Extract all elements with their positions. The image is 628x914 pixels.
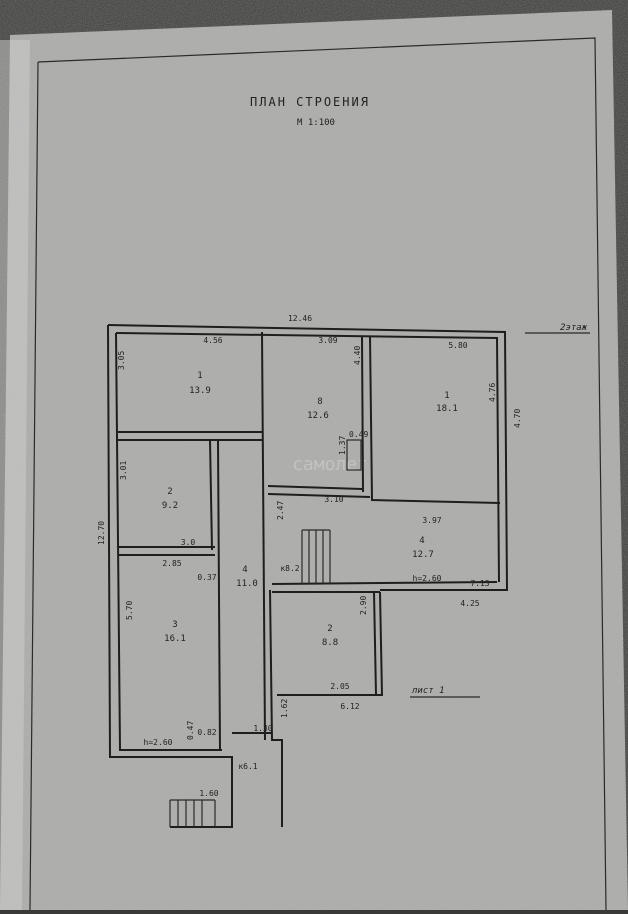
dim-label: 1.62	[280, 699, 289, 718]
dim-label: 4.40	[353, 346, 362, 365]
room-area: 9.2	[162, 501, 178, 511]
dim-label: к8.2	[280, 564, 299, 573]
dim-label: 3.0	[181, 538, 196, 547]
page-edge	[0, 40, 30, 910]
dim-label: 5.80	[448, 341, 467, 350]
dim-label: 4.56	[203, 336, 222, 345]
stove-icon	[346, 439, 362, 471]
dim-label: 2.05	[330, 682, 349, 691]
plan-scale: М 1:100	[297, 118, 335, 128]
dim-label: 3.10	[324, 495, 343, 504]
room-area: 8.8	[322, 638, 338, 648]
stairs-upper	[301, 529, 331, 584]
dimension-labels: 12.46 12.70 4.56 3.05 3.09 4.40 5.80 4.7…	[97, 314, 522, 798]
dim-label: 3.05	[117, 351, 126, 370]
walls	[107, 324, 509, 828]
room-area: 12.7	[412, 550, 434, 560]
room-area: 12.6	[307, 411, 329, 421]
room-number: 4	[419, 536, 424, 546]
room-area: 13.9	[189, 386, 211, 396]
room-number: 4	[242, 565, 247, 575]
dim-label: к6.1	[238, 762, 257, 771]
dim-label: 0.82	[197, 728, 216, 737]
room-number: 1	[444, 391, 449, 401]
dim-label: 2.90	[359, 596, 368, 615]
dim-label: 1.30	[253, 724, 272, 733]
room-labels: 1 13.9 2 9.2 3 16.1 4 11.0 8 12.6 1 18.1…	[162, 371, 458, 648]
dim-label: 0.37	[197, 573, 216, 582]
dim-label: 2.47	[276, 501, 285, 520]
room-area: 18.1	[436, 404, 458, 414]
dim-label: 4.25	[460, 599, 479, 608]
dim-label: 0.49	[349, 430, 368, 439]
dim-label: 0.47	[186, 721, 195, 740]
dim-label: 3.01	[119, 461, 128, 480]
dim-label: 4.70	[513, 409, 522, 428]
page-frame	[37, 37, 607, 911]
stairs-entrance	[169, 799, 216, 827]
sheet-label: лист 1	[411, 686, 445, 696]
dim-label: 5.70	[125, 601, 134, 620]
plan-title: ПЛАН СТРОЕНИЯ	[250, 95, 370, 109]
dim-label: 4.76	[488, 383, 497, 402]
room-area: 11.0	[236, 579, 258, 589]
dim-label: h=2.60	[144, 738, 173, 747]
dim-label: 6.12	[340, 702, 359, 711]
dim-label: 1.60	[199, 789, 218, 798]
room-area: 16.1	[164, 634, 186, 644]
dim-label: 12.46	[288, 314, 312, 323]
dim-label: 1.37	[338, 436, 347, 455]
room-number: 8	[317, 397, 322, 407]
dim-label: 2.85	[162, 559, 181, 568]
room-number: 3	[172, 620, 177, 630]
room-number: 2	[327, 624, 332, 634]
dim-label: 3.97	[422, 516, 441, 525]
watermark: самолет	[292, 454, 368, 475]
dim-label: 7.13	[470, 579, 489, 588]
floor-label: 2этаж	[560, 323, 588, 333]
dim-label: 12.70	[97, 521, 106, 545]
dim-label: h=2.60	[413, 574, 442, 583]
dim-label: 3.09	[318, 336, 337, 345]
room-number: 2	[167, 487, 172, 497]
room-number: 1	[197, 371, 202, 381]
